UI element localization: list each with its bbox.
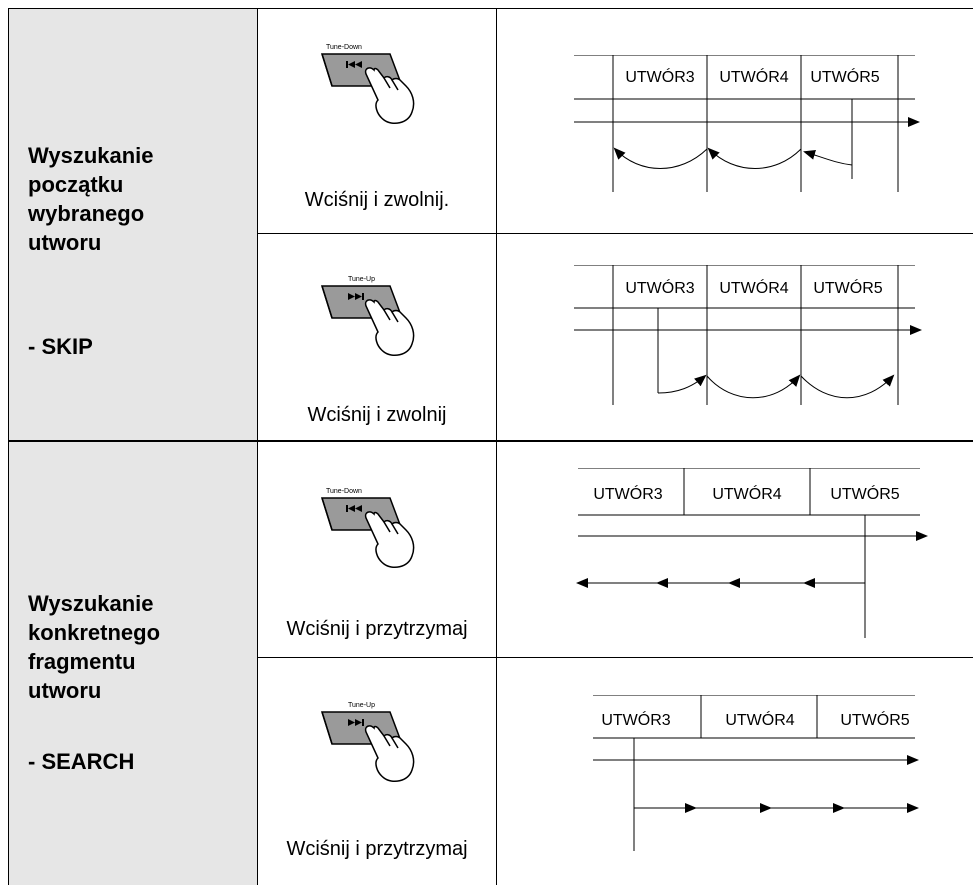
button-label: Tune-Down	[326, 44, 362, 51]
hand-icon	[364, 67, 415, 125]
track-label: UTWÓR4	[719, 278, 788, 297]
caption-press-release: Wciśnij i zwolnij.	[304, 189, 450, 211]
track-label: UTWÓR5	[810, 67, 879, 86]
row-divider	[257, 657, 973, 658]
column-divider	[496, 8, 497, 885]
caption-press-hold: Wciśnij i przytrzymaj	[286, 618, 468, 640]
tune-down-button: Tune-Down	[318, 484, 428, 574]
row-divider	[257, 233, 973, 234]
section-title-search: Wyszukanie konkretnego fragmentu utworu	[28, 591, 161, 703]
button-label: Tune-Down	[326, 488, 362, 495]
track-label: UTWÓR3	[625, 67, 694, 86]
caption-press-release: Wciśnij i zwolnij	[307, 404, 447, 426]
hand-icon	[364, 511, 415, 569]
section-mode-skip: - SKIP	[28, 334, 93, 359]
track-label: UTWÓR4	[725, 710, 794, 729]
caption-press-hold: Wciśnij i przytrzymaj	[286, 838, 468, 860]
section-skip-cell	[8, 8, 257, 440]
search-forward-diagram: UTWÓR3 UTWÓR4 UTWÓR5	[593, 695, 919, 851]
tune-up-button: Tune-Up	[318, 272, 428, 362]
skip-forward-diagram: UTWÓR3 UTWÓR4 UTWÓR5	[574, 265, 922, 405]
section-title-skip: Wyszukanie początku wybranego utworu	[28, 143, 154, 255]
hand-icon	[364, 725, 415, 783]
track-label: UTWÓR5	[813, 278, 882, 297]
skip-back-diagram: UTWÓR3 UTWÓR4 UTWÓR5	[574, 55, 920, 192]
hand-icon	[364, 299, 415, 357]
section-search-cell	[8, 441, 257, 885]
table-border-top	[8, 8, 973, 9]
section-divider	[8, 440, 973, 442]
track-label: UTWÓR4	[719, 67, 788, 86]
column-divider	[257, 8, 258, 885]
track-label: UTWÓR4	[712, 484, 781, 503]
table-border-left	[8, 8, 9, 885]
section-mode-search: - SEARCH	[28, 749, 135, 774]
track-label: UTWÓR3	[601, 710, 670, 729]
tune-down-button: Tune-Down	[318, 40, 428, 130]
track-label: UTWÓR3	[625, 278, 694, 297]
skip-forward-icon	[348, 293, 364, 300]
track-label: UTWÓR5	[840, 710, 909, 729]
search-back-diagram: UTWÓR3 UTWÓR4 UTWÓR5	[576, 468, 928, 638]
track-label: UTWÓR5	[830, 484, 899, 503]
button-label: Tune-Up	[348, 276, 375, 283]
skip-back-icon	[346, 61, 362, 68]
button-label: Tune-Up	[348, 702, 375, 709]
skip-forward-icon	[348, 719, 364, 726]
skip-back-icon	[346, 505, 362, 512]
track-label: UTWÓR3	[593, 484, 662, 503]
tune-up-button: Tune-Up	[318, 698, 428, 788]
